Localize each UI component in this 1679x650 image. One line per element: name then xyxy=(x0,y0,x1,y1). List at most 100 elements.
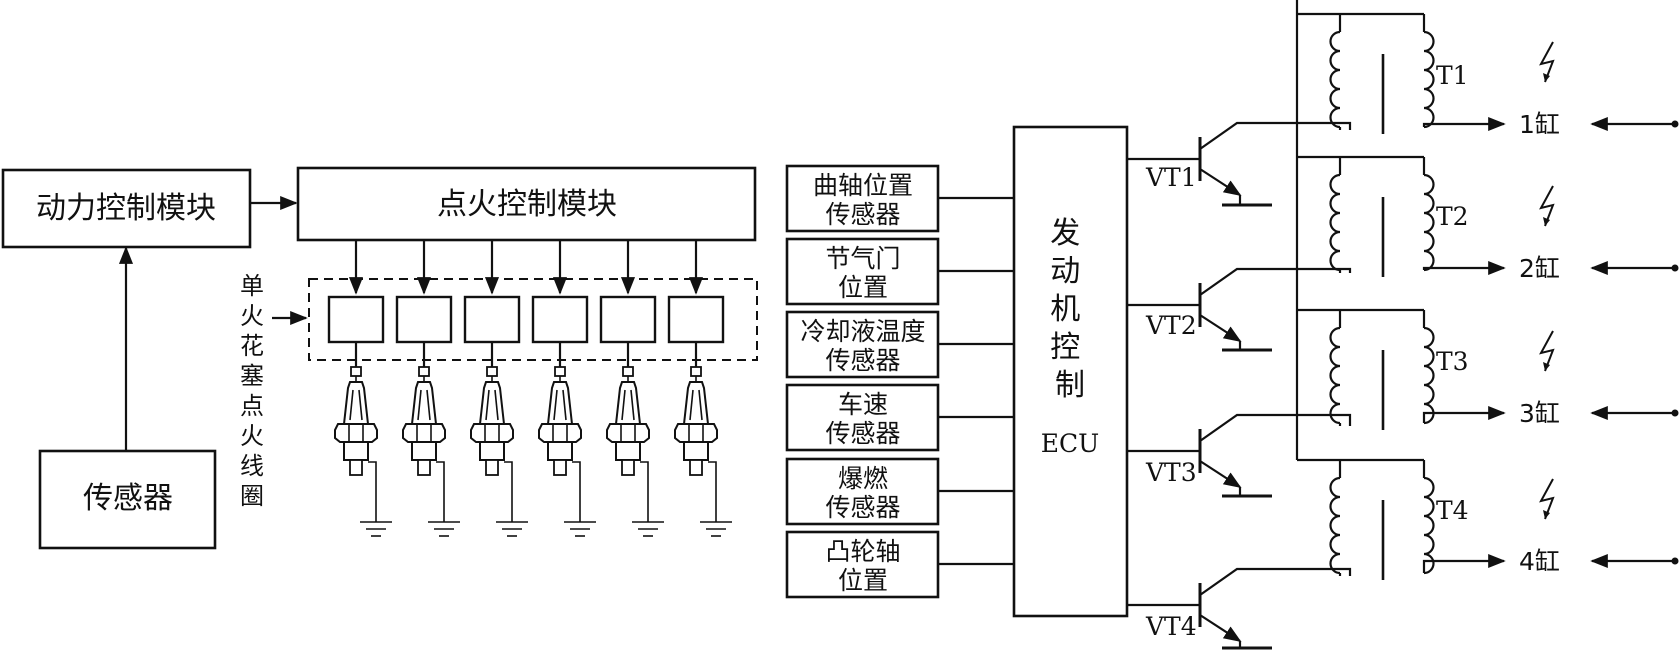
sensor-input-box xyxy=(785,530,940,599)
sensor-input-box xyxy=(785,457,940,526)
plug-hex-nut xyxy=(538,423,582,443)
ecu-char-3: 机 xyxy=(1050,292,1080,327)
ignition-transformer-icon xyxy=(1297,308,1506,430)
spark-icon xyxy=(1539,41,1555,83)
plug-thread xyxy=(343,441,369,461)
ground-icon xyxy=(632,521,664,537)
plug-insulator-line-1 xyxy=(621,389,626,421)
plug-insulator-line-2 xyxy=(630,389,635,421)
plug-terminal xyxy=(350,366,362,377)
plug-insulator xyxy=(410,381,438,425)
plug-insulator-line-1 xyxy=(349,389,354,421)
spark-plug-icon xyxy=(674,366,732,537)
plug-electrode xyxy=(417,459,431,476)
coil-label-char-8: 圈 xyxy=(240,482,264,510)
ecu-char-4: 控 xyxy=(1050,330,1080,365)
primary-winding xyxy=(1329,476,1341,575)
sensor-input-line2: 位置 xyxy=(838,566,888,595)
spark-arrowhead xyxy=(1543,362,1550,371)
secondary-output-lead xyxy=(1422,260,1506,276)
plug-thread xyxy=(411,441,437,461)
ignition-control-module-label: 点火控制模块 xyxy=(437,187,617,222)
spark-arrowhead xyxy=(1543,73,1550,82)
plug-electrode xyxy=(349,459,363,476)
collector-lead xyxy=(1199,413,1352,442)
coil-unit xyxy=(395,240,460,537)
sensor-box xyxy=(38,449,217,550)
emitter-arrow xyxy=(1199,168,1242,196)
sensor-input-box xyxy=(785,164,940,233)
plug-terminal xyxy=(554,366,566,377)
coil-label-char-1: 单 xyxy=(240,272,264,300)
plug-insulator-line-1 xyxy=(485,389,490,421)
plug-electrode xyxy=(553,459,567,476)
power-control-module-box xyxy=(1,168,252,249)
sensor-input-line1: 节气门 xyxy=(825,244,900,273)
plug-hex-nut xyxy=(606,423,650,443)
coil-unit xyxy=(327,240,392,537)
cylinder-terminal-dot xyxy=(1671,120,1679,128)
plug-insulator xyxy=(546,381,574,425)
collector-lead xyxy=(1199,267,1352,296)
ground-icon xyxy=(428,521,460,537)
plug-ground-lead xyxy=(572,461,581,522)
plug-insulator-line-1 xyxy=(553,389,558,421)
transistor-label: VT1 xyxy=(1145,163,1197,192)
coil-label-char-7: 线 xyxy=(240,452,264,480)
primary-winding xyxy=(1329,173,1341,272)
secondary-winding xyxy=(1423,476,1435,575)
cylinder-label: 1缸 xyxy=(1519,110,1560,139)
ignition-transformer-icon xyxy=(1297,155,1506,277)
plug-ground-lead xyxy=(708,461,717,522)
cylinder-label: 3缸 xyxy=(1519,399,1560,428)
plug-insulator xyxy=(614,381,642,425)
spark-icon xyxy=(1539,330,1555,372)
sensor-input-line1: 爆燃 xyxy=(838,464,888,493)
plug-hex-nut xyxy=(674,423,718,443)
spark-plug-icon xyxy=(538,366,596,537)
ignition-coil-box xyxy=(395,295,453,344)
ecu-label: ECU xyxy=(1041,429,1099,458)
coil-unit xyxy=(463,240,528,537)
sensor-input-line2: 传感器 xyxy=(825,346,900,375)
transistor-label: VT4 xyxy=(1145,612,1197,641)
ignition-transformer-icon xyxy=(1297,12,1506,134)
cylinder-terminal-dot xyxy=(1671,557,1679,565)
spark-icon xyxy=(1539,478,1555,520)
plug-electrode xyxy=(485,459,499,476)
transistor-icon xyxy=(1198,413,1352,498)
spark-plug-icon xyxy=(334,366,392,537)
spark-arrowhead xyxy=(1543,510,1550,519)
plug-insulator-line-2 xyxy=(698,389,703,421)
ignition-coil-box xyxy=(327,295,385,344)
sensor-input-box xyxy=(785,310,940,379)
plug-terminal xyxy=(418,366,430,377)
coil-group-dashed-box xyxy=(308,278,758,361)
plug-hex-nut xyxy=(334,423,378,443)
ignition-control-module-box xyxy=(296,166,757,242)
transformer-label: T3 xyxy=(1436,347,1469,376)
ignition-coil-box xyxy=(463,295,521,344)
single-spark-coil-label: 单 火 花 塞 点 火 线 圈 xyxy=(240,272,272,510)
sensor-input-line2: 传感器 xyxy=(825,419,900,448)
secondary-output-lead xyxy=(1422,553,1506,573)
transformer-label: T4 xyxy=(1436,496,1469,525)
sensor-input-line2: 位置 xyxy=(838,273,888,302)
transformer-label: T2 xyxy=(1436,202,1469,231)
plug-terminal xyxy=(486,366,498,377)
collector-lead xyxy=(1199,567,1352,596)
plug-insulator-line-2 xyxy=(358,389,363,421)
coil-and-plug-group xyxy=(327,240,732,537)
ignition-coil-box xyxy=(599,295,657,344)
sensor-input-box xyxy=(785,237,940,306)
spark-plug-icon xyxy=(606,366,664,537)
plug-ground-lead xyxy=(368,461,377,522)
